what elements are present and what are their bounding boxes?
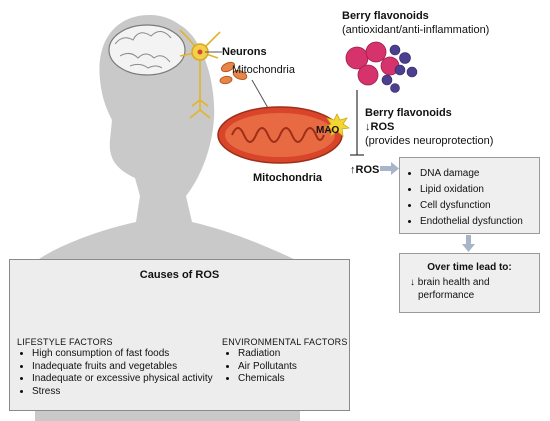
neuroprotection-label: (provides neuroprotection) — [365, 135, 494, 147]
list-item: Inadequate or excessive physical activit… — [32, 373, 213, 386]
list-item: Inadequate fruits and vegetables — [32, 361, 213, 374]
list-item: Stress — [32, 386, 213, 399]
small-mitochondria-icon — [219, 61, 248, 85]
outcome-box: Over time lead to: ↓ brain health and pe… — [399, 253, 540, 313]
berry-flavonoids-title-2: Berry flavonoids — [365, 107, 452, 119]
list-item: DNA damage — [420, 166, 539, 182]
list-item: Cell dysfunction — [420, 198, 539, 214]
lifestyle-heading: LIFESTYLE FACTORS — [17, 337, 113, 347]
environmental-list: Radiation Air Pollutants Chemicals — [224, 348, 297, 386]
berry-flavonoids-title: Berry flavonoids — [342, 10, 429, 22]
raspberries-icon — [345, 41, 400, 86]
ros-effects-list: DNA damage Lipid oxidation Cell dysfunct… — [400, 166, 539, 230]
list-item: Radiation — [238, 348, 297, 361]
ros-effects-box: DNA damage Lipid oxidation Cell dysfunct… — [399, 157, 540, 234]
mitochondria-label: Mitochondria — [253, 172, 323, 184]
ros-increase-label: ↑ROS — [350, 164, 380, 176]
inhibition-line — [350, 90, 364, 156]
list-item: High consumption of fast foods — [32, 348, 213, 361]
mitochondrion-icon — [217, 106, 343, 164]
arrow-effects-to-outcome — [462, 235, 475, 252]
causes-box: Causes of ROS LIFESTYLE FACTORS High con… — [9, 259, 350, 411]
list-item: Air Pollutants — [238, 361, 297, 374]
outcome-line-2: performance — [418, 290, 475, 301]
outcome-title: Over time lead to: — [427, 262, 512, 273]
mitochondria-pointer — [251, 79, 269, 109]
berry-flavonoids-subtitle: (antioxidant/anti-inflammation) — [342, 24, 490, 36]
outcome-line-1: ↓ brain health and — [410, 277, 490, 288]
arrow-ros-to-effects — [380, 162, 399, 175]
environmental-heading: ENVIRONMENTAL FACTORS — [222, 337, 348, 347]
neurons-label: Neurons — [222, 46, 267, 58]
list-item: Lipid oxidation — [420, 182, 539, 198]
list-item: Endothelial dysfunction — [420, 214, 539, 230]
ros-decrease-label: ↓ROS — [365, 121, 395, 133]
mitochondria-small-label: Mitochondria — [232, 64, 295, 76]
brain-icon — [108, 24, 186, 76]
list-item: Chemicals — [238, 373, 297, 386]
blueberries-icon — [381, 44, 418, 93]
causes-title: Causes of ROS — [139, 269, 220, 281]
lifestyle-list: High consumption of fast foods Inadequat… — [18, 348, 213, 398]
mao-burst-icon — [323, 113, 351, 137]
mao-label: MAO — [316, 125, 340, 136]
